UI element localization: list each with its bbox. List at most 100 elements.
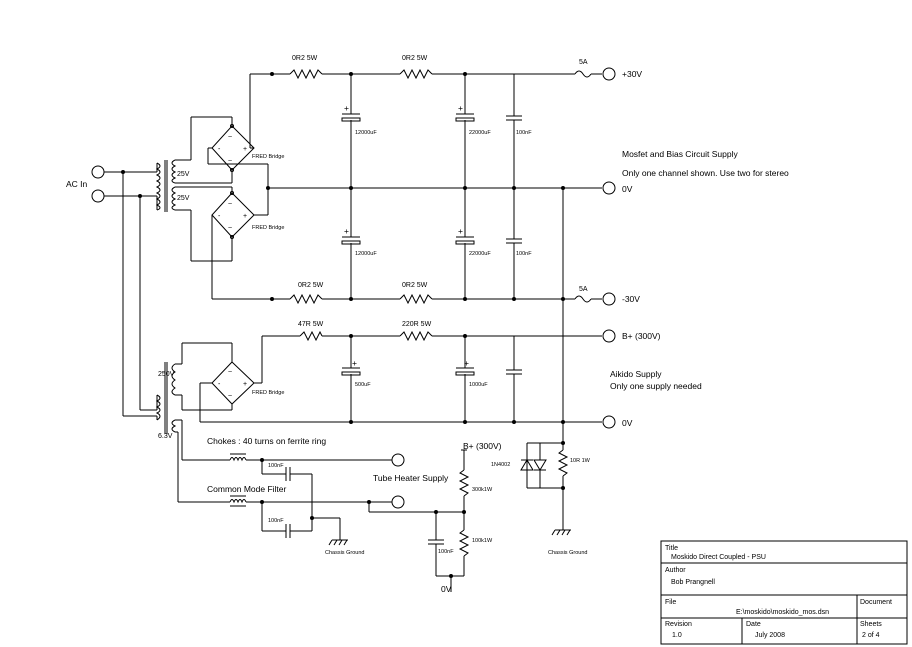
tb-author: Bob Prangnell [671, 579, 715, 586]
svg-text:+: + [458, 103, 463, 113]
label-bridge-1: FRED Bridge [252, 154, 284, 160]
chassis-ground-1-symbol [328, 539, 348, 546]
chassis-ground-2-symbol [551, 529, 571, 536]
label-r-bot1: 0R2 5W [298, 282, 324, 289]
component-labels: 0R2 5W 0R2 5W 5A 12000uF 22000uF 100nF F… [158, 55, 591, 555]
label-chassis-ground-2: Chassis Ground [548, 550, 587, 556]
label-r-div2: 100k1W [472, 538, 493, 544]
terminal-ac-in-1 [91, 165, 105, 179]
resistor-r-div2 [458, 529, 470, 557]
bridge-2: - + ~ ~ [211, 191, 255, 239]
svg-text:+: + [352, 358, 357, 368]
tb-revision-label: Revision [665, 621, 692, 628]
label-r-top1: 0R2 5W [292, 55, 318, 62]
bridge-1: - + ~ ~ [211, 124, 255, 172]
label-bplus-small: B+ (300V) [463, 441, 502, 451]
tb-author-label: Author [665, 567, 686, 574]
choke-1 [229, 457, 247, 462]
resistors [289, 68, 569, 557]
terminal-0v-top [602, 181, 616, 195]
svg-text:-: - [218, 213, 221, 220]
cap-top3 [506, 115, 522, 121]
tb-document-label: Document [860, 599, 892, 606]
tb-date-label: Date [746, 621, 761, 628]
terminal-ac-in-2 [91, 189, 105, 203]
capacitors: + + + + + + [285, 103, 522, 545]
label-c-hv1: 500uF [355, 382, 371, 388]
tb-sheets: 2 of 4 [862, 632, 880, 639]
tb-title: Moskido Direct Coupled - PSU [671, 554, 766, 561]
label-fuse-bot: 5A [579, 286, 588, 293]
resistor-r-hv1 [299, 330, 323, 342]
cap-top2: + [455, 103, 475, 122]
fuse-bottom [574, 295, 592, 303]
junction-dots [121, 72, 565, 578]
label-c-bot1: 12000uF [355, 251, 377, 257]
tb-revision: 1.0 [672, 632, 682, 639]
label-rail-bplus: B+ (300V) [622, 331, 661, 341]
terminals [91, 67, 616, 509]
label-c-choke1: 100nF [268, 463, 284, 469]
tb-file-label: File [665, 599, 676, 606]
fuses [574, 70, 592, 303]
label-c-top3: 100nF [516, 130, 532, 136]
label-c-hv2: 1000uF [469, 382, 488, 388]
label-r-bot2: 0R2 5W [402, 282, 428, 289]
svg-text:~: ~ [228, 201, 232, 208]
label-r-top2: 0R2 5W [402, 55, 428, 62]
label-c-bot3: 100nF [516, 251, 532, 257]
label-rail-0v-aikido: 0V [622, 418, 633, 428]
wires [104, 73, 602, 592]
label-tx-25v-a: 25V [177, 171, 190, 178]
resistor-r-div1 [458, 469, 470, 497]
svg-text:+: + [458, 226, 463, 236]
label-r-div1: 300k1W [472, 487, 493, 493]
label-c-top2: 22000uF [469, 130, 491, 136]
svg-text:-: - [218, 381, 221, 388]
label-cm-filter: Common Mode Filter [207, 484, 287, 494]
label-r-gnd: 10R 1W [570, 458, 591, 464]
bplus-arrow [461, 449, 467, 455]
terminal-bplus [602, 329, 616, 343]
svg-text:~: ~ [228, 393, 232, 400]
title-block: Title Moskido Direct Coupled - PSU Autho… [660, 540, 908, 645]
resistor-r-top2 [399, 68, 433, 80]
label-tube-heater: Tube Heater Supply [373, 473, 449, 483]
cap-top1: + [341, 103, 361, 122]
label-bridge-3: FRED Bridge [252, 390, 284, 396]
label-rail-minus30: -30V [622, 294, 640, 304]
resistor-r-top1 [289, 68, 323, 80]
net-labels: AC In +30V 0V -30V B+ (300V) 0V Mosfet a… [66, 69, 789, 594]
label-ac-in: AC In [66, 179, 88, 189]
svg-text:+: + [243, 381, 247, 388]
cap-hv2: + [455, 358, 475, 376]
terminal-heater-2 [391, 495, 405, 509]
tb-file: E:\moskido\moskido_mos.dsn [736, 609, 829, 616]
bridge-3: - + ~ ~ [211, 361, 255, 405]
cap-bot1: + [341, 226, 361, 245]
transformer-2 [155, 362, 177, 434]
label-heater-0v: 0V [441, 584, 452, 594]
chokes [229, 453, 247, 507]
svg-text:~: ~ [228, 134, 232, 141]
svg-text:~: ~ [228, 225, 232, 232]
label-mosfet-note-1: Mosfet and Bias Circuit Supply [622, 149, 738, 159]
terminal-minus30 [602, 292, 616, 306]
resistor-r-hv2 [399, 330, 433, 342]
cap-bot3 [506, 238, 522, 244]
cap-div [428, 539, 444, 545]
label-bridge-2: FRED Bridge [252, 225, 284, 231]
terminal-heater-1 [391, 453, 405, 467]
svg-text:-: - [218, 146, 221, 153]
label-rail-0v-top: 0V [622, 184, 633, 194]
tb-date: July 2008 [755, 632, 785, 639]
label-aikido-note-1: Aikido Supply [610, 369, 662, 379]
cap-bot2: + [455, 226, 475, 245]
label-tx-250v: 250V [158, 371, 175, 378]
svg-text:~: ~ [228, 369, 232, 376]
svg-text:+: + [243, 146, 247, 153]
tb-sheets-label: Sheets [860, 621, 882, 628]
label-c-bot2: 22000uF [469, 251, 491, 257]
svg-text:+: + [243, 213, 247, 220]
